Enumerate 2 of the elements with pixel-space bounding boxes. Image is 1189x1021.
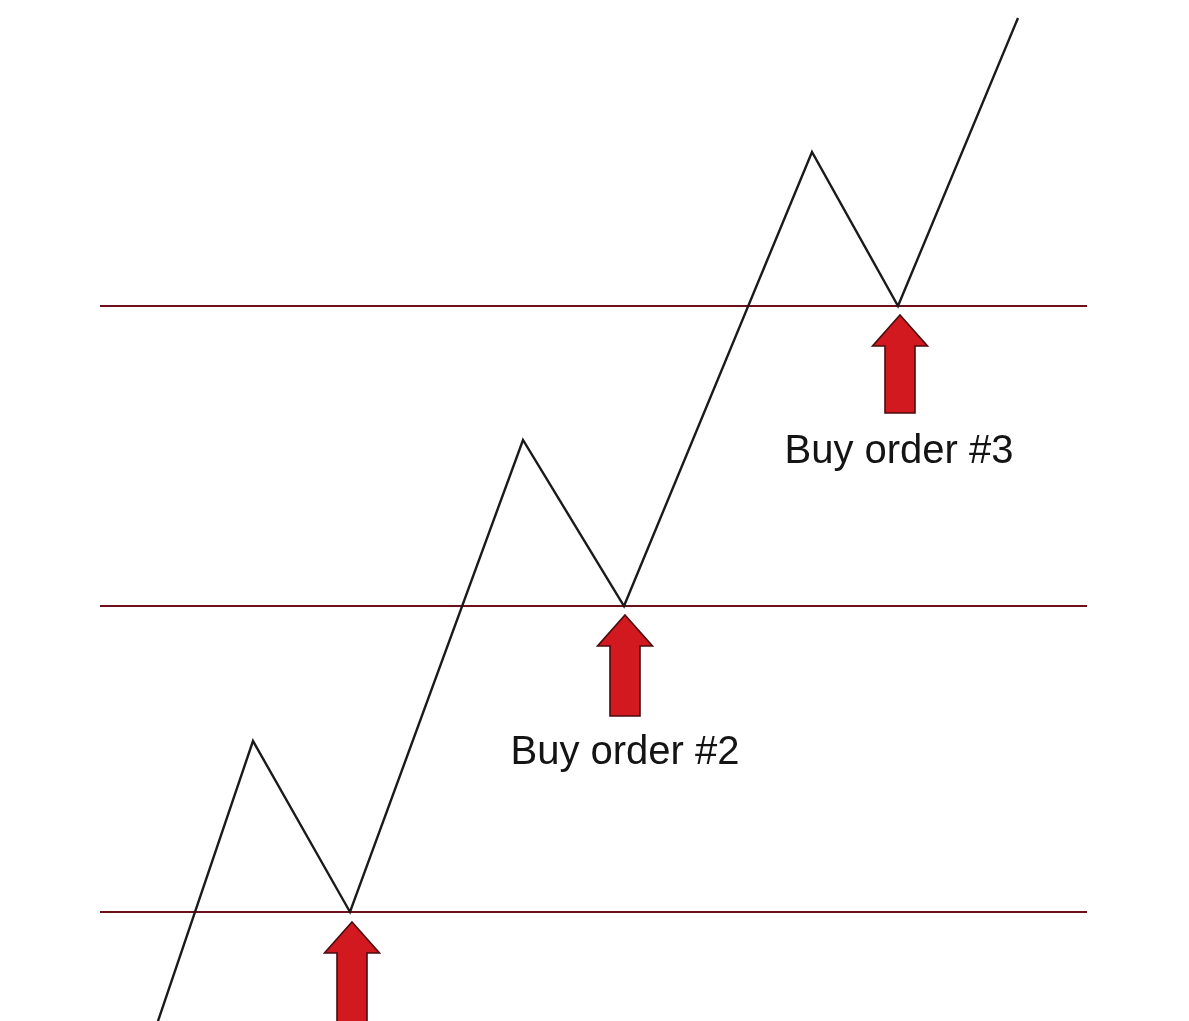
buy-order-label: Buy order #2: [510, 727, 740, 773]
buy-order-label: Buy order #3: [784, 426, 1014, 472]
